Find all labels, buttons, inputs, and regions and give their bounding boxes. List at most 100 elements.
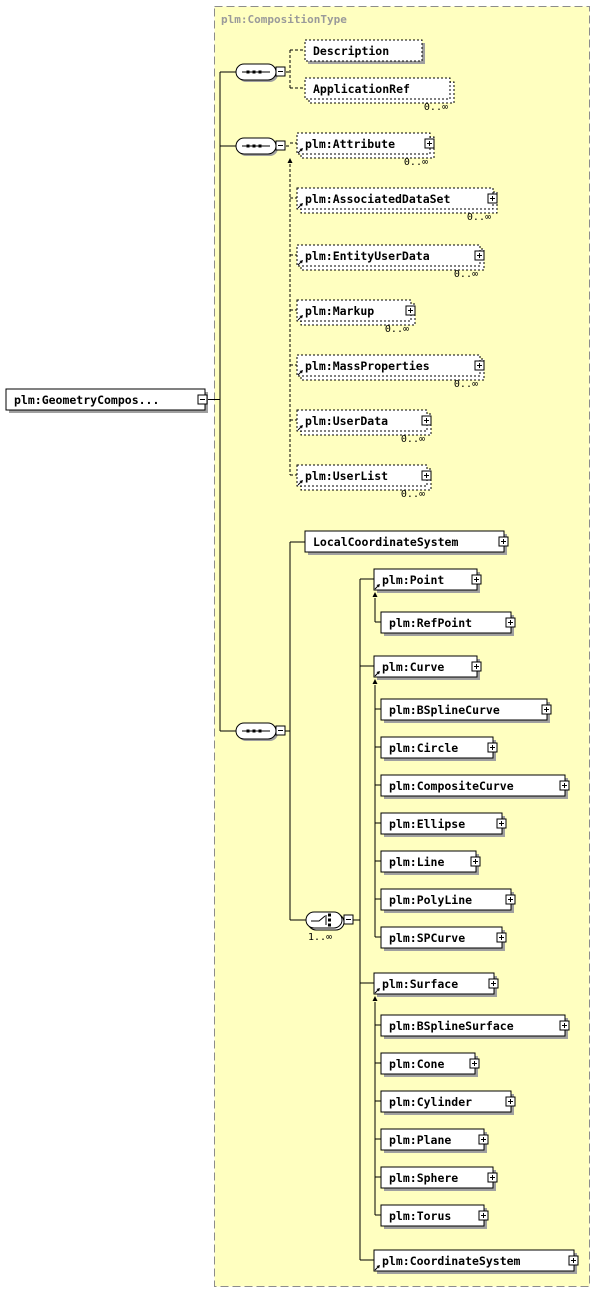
complex-type-title: plm:CompositionType (221, 13, 347, 26)
element-torus[interactable]: plm:Torus (380, 1204, 487, 1229)
element-line[interactable]: plm:Line (380, 850, 479, 875)
collapse-minus-icon[interactable] (275, 66, 286, 77)
expand-plus-icon[interactable] (471, 574, 482, 585)
root-element[interactable]: plm:GeometryCompos... (5, 388, 208, 413)
expand-plus-icon[interactable] (487, 1172, 498, 1183)
expand-plus-icon[interactable] (487, 193, 498, 204)
expand-plus-icon[interactable] (421, 470, 432, 481)
element-label: plm:BSplineSurface (389, 1019, 514, 1033)
cardinality-label: 0..∞ (424, 102, 448, 113)
reference-arrow-icon (374, 1265, 380, 1271)
element-label: plm:Surface (382, 977, 458, 991)
element-curve[interactable]: plm:Curve (373, 655, 480, 680)
element-label: plm:AssociatedDataSet (305, 192, 450, 206)
expand-plus-icon[interactable] (496, 932, 507, 943)
element-label: plm:Ellipse (389, 817, 465, 831)
expand-plus-icon[interactable] (559, 1020, 570, 1031)
element-sphere[interactable]: plm:Sphere (380, 1166, 496, 1191)
sequence-compositor-icon[interactable] (235, 63, 278, 82)
element-label: plm:Attribute (305, 137, 395, 151)
expand-plus-icon[interactable] (470, 856, 481, 867)
expand-plus-icon[interactable] (478, 1134, 489, 1145)
expand-plus-icon[interactable] (505, 617, 516, 628)
element-cone[interactable]: plm:Cone (380, 1052, 478, 1077)
expand-plus-icon[interactable] (405, 305, 416, 316)
element-polyline[interactable]: plm:PolyLine (380, 888, 514, 913)
reference-arrow-icon (297, 148, 303, 154)
expand-plus-icon[interactable] (487, 742, 498, 753)
expand-plus-icon[interactable] (469, 1058, 480, 1069)
reference-arrow-icon (374, 988, 380, 994)
element-label: plm:PolyLine (389, 893, 472, 907)
expand-plus-icon[interactable] (474, 360, 485, 371)
element-circle[interactable]: plm:Circle (380, 736, 496, 761)
element-bsplinecurve[interactable]: plm:BSplineCurve (380, 698, 550, 723)
collapse-minus-icon[interactable] (197, 394, 208, 405)
cardinality-label: 1..∞ (308, 932, 332, 943)
element-applicationref[interactable]: ApplicationRef 0..∞ (304, 77, 455, 113)
element-label: plm:Curve (382, 660, 444, 674)
element-label: plm:Cone (389, 1057, 444, 1071)
element-coordinatesystem[interactable]: plm:CoordinateSystem (373, 1249, 577, 1274)
expand-plus-icon[interactable] (559, 780, 570, 791)
expand-plus-icon[interactable] (568, 1255, 579, 1266)
expand-plus-icon[interactable] (496, 818, 507, 829)
element-label: plm:MassProperties (305, 359, 430, 373)
element-refpoint[interactable]: plm:RefPoint (380, 611, 514, 636)
choice-compositor-icon[interactable]: 1..∞ (305, 911, 345, 943)
element-label: LocalCoordinateSystem (313, 535, 458, 549)
element-cylinder[interactable]: plm:Cylinder (380, 1090, 514, 1115)
element-entityuserdata[interactable]: plm:EntityUserData 0..∞ (296, 244, 485, 280)
element-label: Description (313, 44, 389, 58)
expand-plus-icon[interactable] (488, 978, 499, 989)
element-associateddataset[interactable]: plm:AssociatedDataSet 0..∞ (296, 187, 498, 223)
arrow-head-icon (372, 592, 378, 597)
element-label: plm:SPCurve (389, 931, 465, 945)
arrow-head-icon (287, 158, 293, 163)
element-point[interactable]: plm:Point (373, 568, 480, 593)
expand-plus-icon[interactable] (505, 1096, 516, 1107)
element-label: ApplicationRef (313, 82, 410, 96)
element-spcurve[interactable]: plm:SPCurve (380, 926, 505, 951)
element-label: plm:Cylinder (389, 1095, 472, 1109)
expand-plus-icon[interactable] (474, 250, 485, 261)
element-localcoordinatesystem[interactable]: LocalCoordinateSystem (304, 530, 507, 555)
cardinality-label: 0..∞ (454, 269, 478, 280)
element-attribute[interactable]: plm:Attribute 0..∞ (296, 132, 435, 168)
element-description[interactable]: Description (304, 39, 425, 64)
reference-arrow-icon (374, 671, 380, 677)
element-label: plm:Torus (389, 1209, 451, 1223)
expand-plus-icon[interactable] (424, 138, 435, 149)
arrow-head-icon (372, 679, 378, 684)
reference-arrow-icon (297, 370, 303, 376)
expand-plus-icon[interactable] (478, 1210, 489, 1221)
expand-plus-icon[interactable] (505, 894, 516, 905)
element-label: plm:BSplineCurve (389, 703, 500, 717)
element-bsplinesurface[interactable]: plm:BSplineSurface (380, 1014, 568, 1039)
sequence-compositor-icon[interactable] (235, 137, 278, 156)
element-ellipse[interactable]: plm:Ellipse (380, 812, 505, 837)
expand-plus-icon[interactable] (498, 536, 509, 547)
expand-plus-icon[interactable] (421, 415, 432, 426)
element-label: plm:EntityUserData (305, 249, 430, 263)
cardinality-label: 0..∞ (467, 212, 491, 223)
collapse-minus-icon[interactable] (275, 140, 286, 151)
element-surface[interactable]: plm:Surface (373, 972, 497, 997)
element-label: plm:Point (382, 573, 444, 587)
cardinality-label: 0..∞ (404, 157, 428, 168)
reference-arrow-icon (297, 480, 303, 486)
element-plane[interactable]: plm:Plane (380, 1128, 487, 1153)
expand-plus-icon[interactable] (541, 704, 552, 715)
reference-arrow-icon (297, 315, 303, 321)
element-compositecurve[interactable]: plm:CompositeCurve (380, 774, 568, 799)
collapse-minus-icon[interactable] (275, 725, 286, 736)
element-label: plm:UserData (305, 414, 388, 428)
collapse-minus-icon[interactable] (343, 914, 354, 925)
arrow-head-icon (372, 996, 378, 1001)
sequence-compositor-icon[interactable] (235, 722, 278, 741)
element-label: plm:CompositeCurve (389, 779, 514, 793)
expand-plus-icon[interactable] (471, 661, 482, 672)
